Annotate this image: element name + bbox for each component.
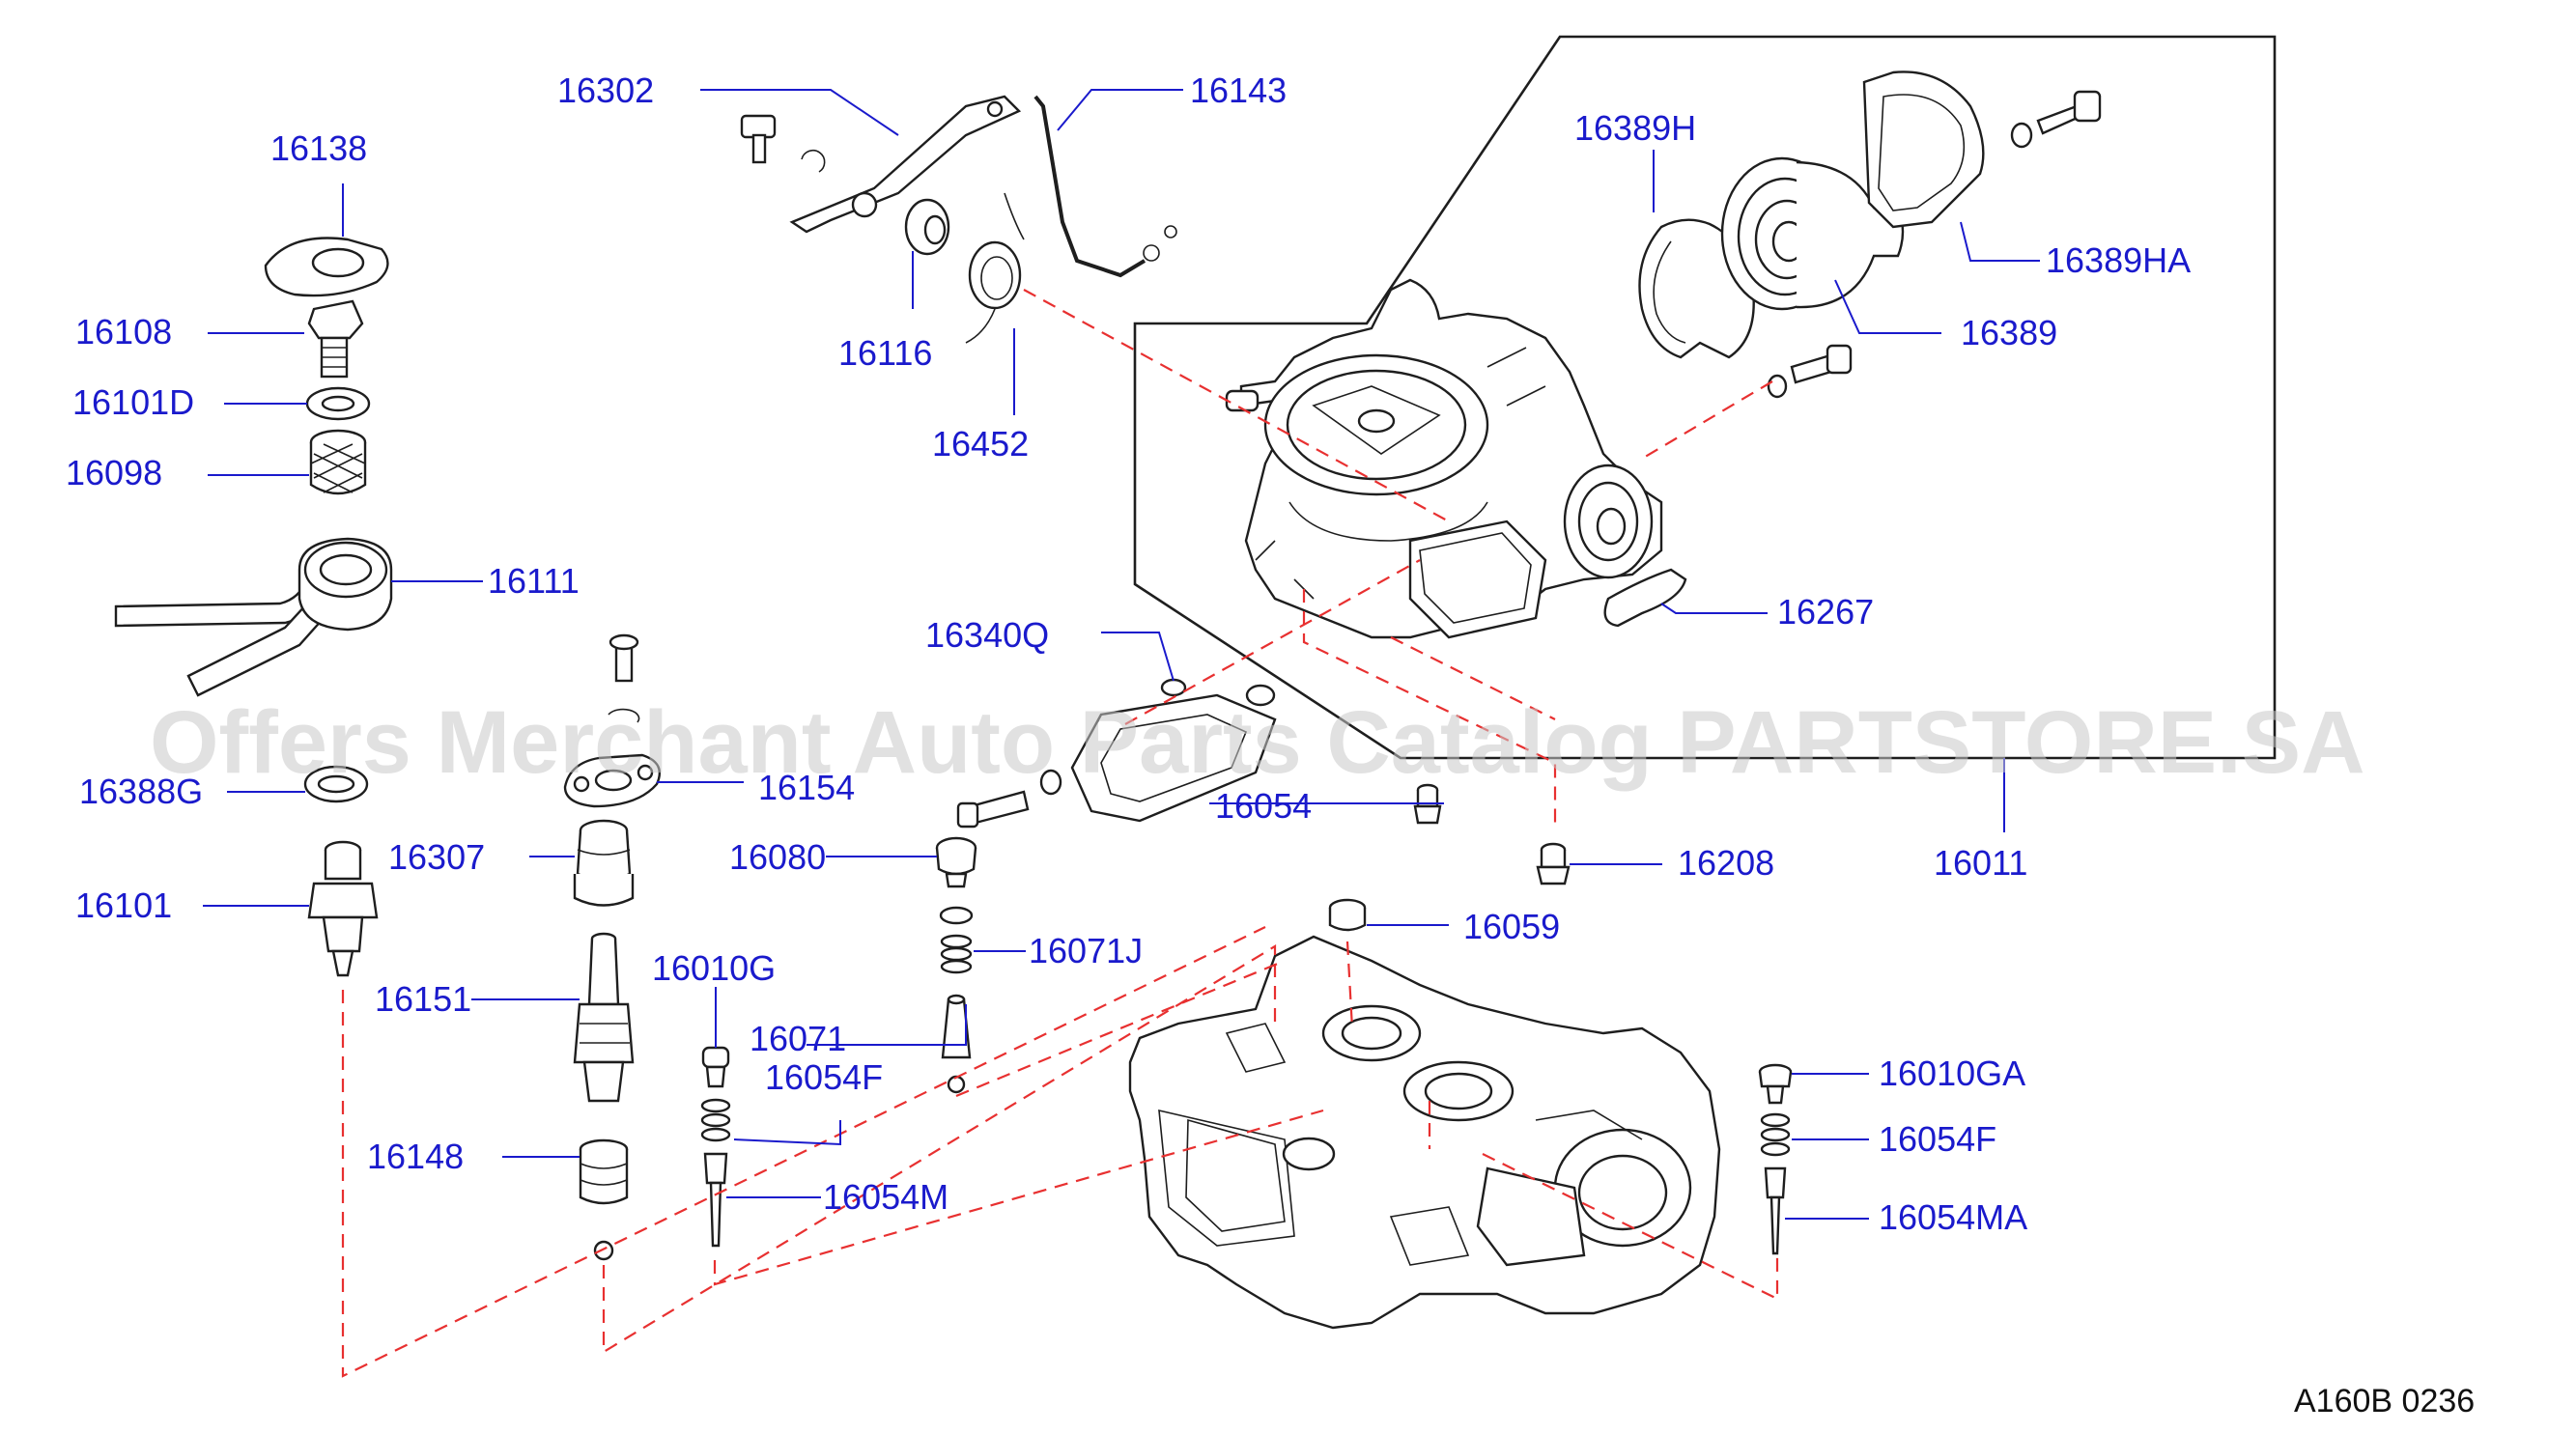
watermark-text: Offers Merchant Auto Parts Catalog PARTS… [150,693,2365,792]
label-16267: 16267 [1777,592,1874,632]
label-16116: 16116 [838,333,932,373]
gasket-block-part [956,678,1277,829]
fuel-inlet-tube-part [114,537,393,697]
label-16111: 16111 [488,561,580,601]
gasket-with-screw-part [563,633,662,808]
label-16054F-right: 16054F [1879,1119,1996,1159]
label-16307: 16307 [388,837,485,877]
label-16071J: 16071J [1029,931,1143,970]
hose-part [1603,568,1687,628]
bracket-part [264,237,389,297]
label-16054: 16054 [1215,786,1312,826]
lever-bracket-part [740,95,1022,234]
label-16389: 16389 [1961,313,2057,352]
dashed-relation-lines [341,289,1779,1378]
banjo-bolt-part [307,299,364,379]
label-16151: 16151 [375,979,471,1019]
label-16208: 16208 [1678,843,1774,883]
assembly-frame [1133,35,2277,760]
center-valve-stack-part [935,836,977,1094]
plug-part [1328,898,1367,932]
diaphragm-part [573,819,635,907]
label-16098: 16098 [66,453,162,492]
figure-code: A160B 0236 [2294,1383,2475,1419]
choke-cover-group-part [1638,70,2102,399]
fuel-strainer-part [309,429,367,495]
needle-valve-seat-part [307,840,379,977]
label-16054F: 16054F [765,1057,883,1097]
small-jet-part [1413,783,1442,825]
linkage-rod-part [1033,95,1177,278]
carburetor-main-body-part [1225,278,1663,639]
label-16010G: 16010G [652,948,776,988]
label-16054MA: 16054MA [1879,1197,2027,1237]
leader-lines [203,89,2040,1220]
label-16154: 16154 [758,768,855,807]
label-16302: 16302 [557,70,654,110]
jet-plug-part [1536,842,1571,885]
label-16054M: 16054M [823,1177,948,1217]
left-jet-assembly-part [700,1046,731,1248]
label-16101D: 16101D [72,382,194,422]
right-jet-assembly-part [1758,1063,1793,1255]
label-16389H: 16389H [1574,108,1696,148]
label-16143: 16143 [1190,70,1287,110]
label-16071: 16071 [750,1019,846,1058]
label-16340Q: 16340Q [925,615,1049,655]
label-16010GA: 16010GA [1879,1054,2025,1093]
bushing-part [904,198,950,256]
label-16452: 16452 [932,424,1029,464]
spring-clip-part [965,192,1025,344]
label-16101: 16101 [75,885,172,925]
part-labels: 16302 16143 16138 16108 16101D 16098 161… [66,70,2191,1237]
label-16388G: 16388G [79,772,203,811]
seal-washer-part [303,765,369,803]
label-16011: 16011 [1934,843,2027,883]
label-16389HA: 16389HA [2046,240,2191,280]
label-16080: 16080 [729,837,826,877]
washer-part [305,386,371,421]
label-16148: 16148 [367,1137,464,1176]
label-16059: 16059 [1463,907,1560,946]
carburetor-lower-body-part [1128,935,1721,1330]
coil-spring-part [579,1138,629,1261]
label-16138: 16138 [270,128,367,168]
power-valve-part [573,932,635,1103]
label-16108: 16108 [75,312,172,351]
